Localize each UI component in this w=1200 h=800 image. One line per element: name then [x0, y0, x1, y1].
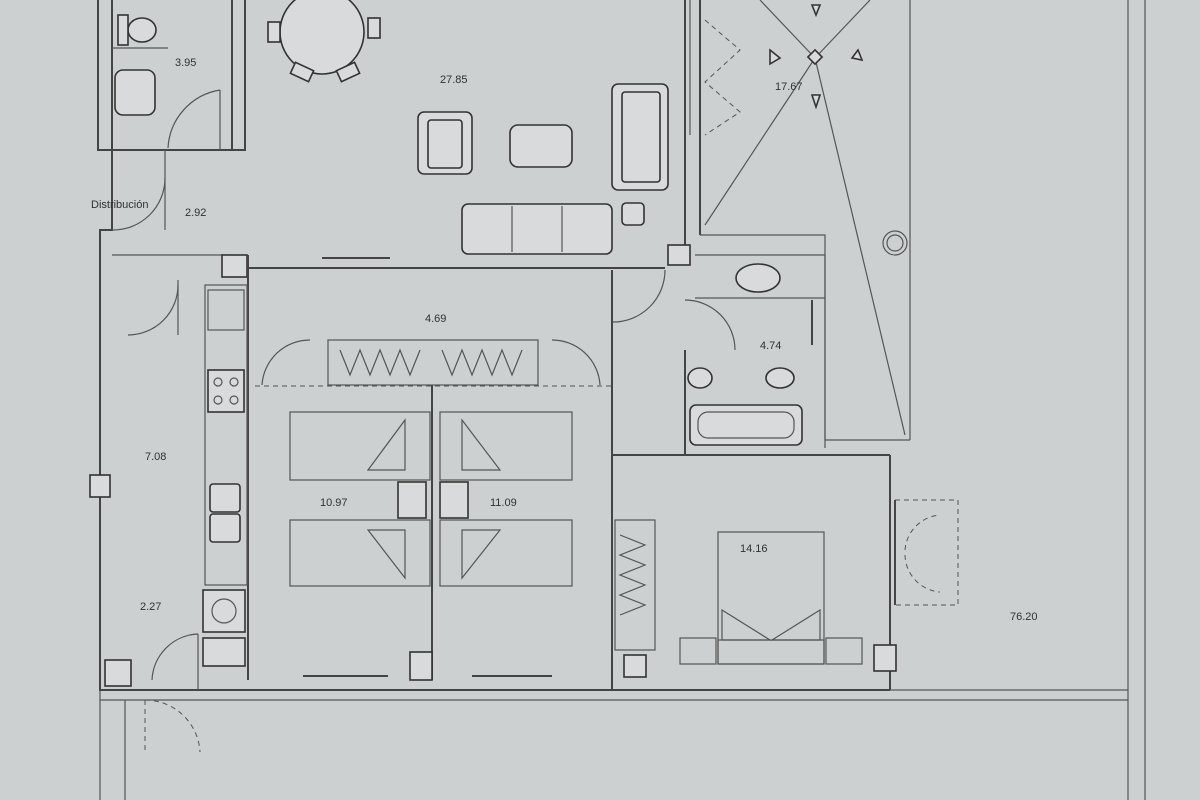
- bidet-icon: [687, 367, 713, 389]
- room-label: 17.67: [775, 81, 803, 93]
- room-label: 10.97: [320, 497, 348, 509]
- bathroom-top-left: [111, 0, 246, 151]
- room-label: 2.27: [140, 601, 161, 613]
- room-label: 7.08: [145, 451, 166, 463]
- dining-table: [267, 0, 381, 83]
- bed-icon: [289, 411, 431, 481]
- side-table-icon: [621, 202, 645, 226]
- room-label: 4.69: [425, 313, 446, 325]
- room-label: 2.92: [185, 207, 206, 219]
- hallway: [248, 244, 691, 690]
- washbasin-icon: [114, 69, 156, 116]
- room-label: Distribución: [91, 199, 148, 211]
- coffee-table-icon: [509, 124, 573, 168]
- wardrobe-master-icon: [614, 519, 656, 651]
- washbasin-right-icon: [735, 263, 781, 293]
- kitchen: [89, 255, 249, 680]
- boiler-icon: [202, 637, 246, 667]
- bathtub-icon: [689, 404, 803, 446]
- living-room-furniture: [417, 83, 669, 255]
- laundry-room: [104, 589, 246, 753]
- room-label: 76.20: [1010, 611, 1038, 623]
- room-label: 11.09: [490, 497, 517, 509]
- wardrobe-icon: [327, 339, 539, 386]
- room-label: 27.85: [440, 74, 468, 86]
- master-bedroom: [614, 519, 897, 678]
- twin-bedrooms: [255, 339, 612, 681]
- bathroom-right: [684, 254, 826, 455]
- toilet-right-icon: [765, 367, 795, 389]
- drain-icon: [882, 230, 908, 256]
- cooktop-icon: [207, 369, 245, 413]
- terrace-top-right: [700, 0, 910, 441]
- toilet-icon: [127, 17, 157, 43]
- sink-icon: [209, 483, 241, 513]
- washing-machine-icon: [202, 589, 246, 633]
- room-label: 3.95: [175, 57, 196, 69]
- room-label: 4.74: [760, 340, 781, 352]
- room-label: 14.16: [740, 543, 768, 555]
- room-labels: 3.95 27.85 17.67 Distribución 2.92 4.69 …: [91, 57, 1038, 623]
- terrace-door-swings: [689, 0, 959, 606]
- sofa-bottom-icon: [461, 203, 613, 255]
